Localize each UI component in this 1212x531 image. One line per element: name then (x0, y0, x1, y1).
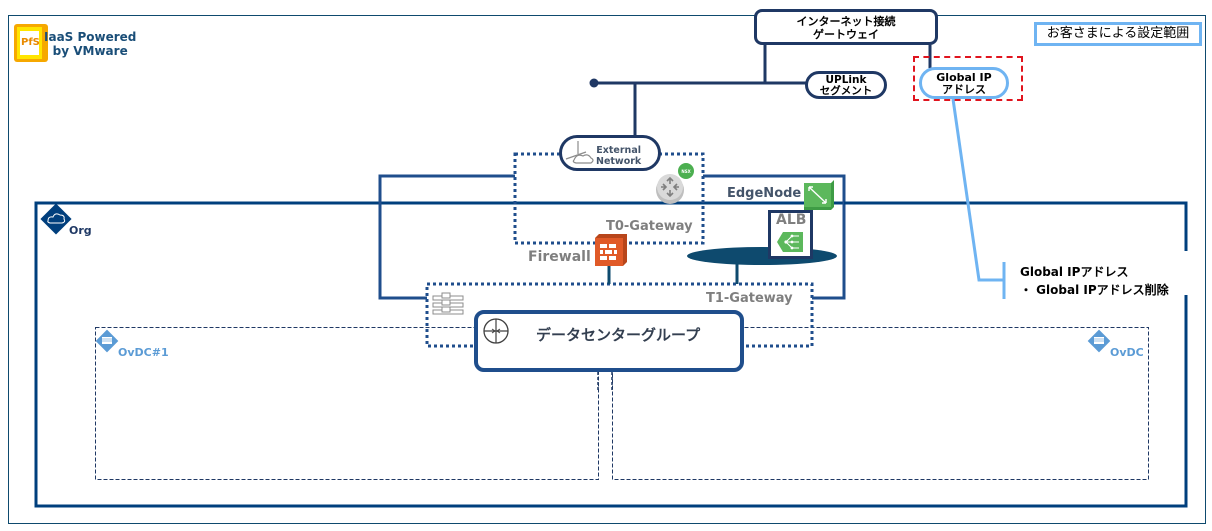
pfs-logo-icon (14, 24, 48, 62)
callout-title: Global IPアドレス (1020, 265, 1129, 279)
global-ip-node[interactable]: Global IP アドレス (919, 67, 1009, 99)
global-ip-callout-line (951, 98, 1004, 282)
ovdc1-frame (95, 327, 599, 480)
brand-title: IaaS Powered by VMware (44, 30, 136, 58)
ovdc1-icon (95, 329, 119, 353)
uplink-segment-node[interactable]: UPLink セグメント (805, 71, 887, 99)
t0-t1-left-link (378, 174, 515, 300)
nsx-badge-icon: NSX (678, 163, 694, 179)
external-network-node[interactable] (559, 135, 661, 171)
ext-line1: External (596, 145, 641, 156)
svg-text:NSX: NSX (681, 169, 690, 174)
ovdc2-label: OvDC (1110, 346, 1144, 359)
org-frame (34, 201, 1188, 508)
t1-gateway-icon (432, 292, 464, 315)
t1-gateway-label: T1-Gateway (706, 291, 793, 306)
alb-label: ALB (776, 212, 807, 228)
gip-line2: アドレス (942, 83, 986, 96)
customer-scope-legend: お客さまによる設定範囲 (1034, 22, 1202, 46)
t0-router-icon (656, 174, 684, 204)
bus-endpoint-dot (589, 78, 599, 88)
ext-line2: Network (596, 156, 642, 167)
edge-node-frame (703, 174, 846, 300)
external-network-label: External Network (596, 145, 641, 167)
service-segment-ellipse (687, 247, 837, 265)
external-network-icon-overlay (565, 141, 594, 164)
datacenter-group-label: データセンターグループ (536, 326, 701, 344)
uplink-line2: セグメント (819, 85, 873, 97)
global-ip-callout: Global IPアドレス ・ Global IPアドレス削除 (1020, 263, 1169, 299)
firewall-label: Firewall (528, 249, 591, 265)
ovdc2-icon (1087, 329, 1111, 353)
edge-node-icon (804, 180, 834, 210)
alb-icon (777, 232, 803, 252)
callout-item: ・ Global IPアドレス削除 (1020, 283, 1169, 297)
t1-gateway-frame (425, 282, 814, 348)
datacenter-group-icon (483, 318, 509, 344)
brand-title-line1: IaaS Powered (44, 30, 137, 44)
outer-frame (8, 15, 1206, 524)
datacenter-group-node[interactable] (474, 310, 744, 372)
uplink-line1: UPLink (825, 74, 867, 86)
pfs-logo-text: PfS (21, 37, 40, 48)
internet-gateway-node[interactable]: インターネット接続 ゲートウェイ (754, 9, 938, 45)
brand-title-line2: by VMware (52, 44, 128, 58)
org-cloud-icon (40, 203, 72, 235)
org-label: Org (69, 224, 92, 237)
t0-gateway-label: T0-Gateway (606, 219, 693, 234)
firewall-icon (595, 234, 627, 266)
ovdc1-label: OvDC#1 (118, 346, 169, 359)
global-ip-customer-scope (913, 56, 1023, 101)
ovdc2-frame (612, 327, 1149, 480)
gip-line1: Global IP (936, 71, 992, 84)
igw-line2: ゲートウェイ (813, 28, 879, 41)
igw-line1: インターネット接続 (796, 15, 896, 28)
edge-node-label: EdgeNode (727, 186, 802, 201)
